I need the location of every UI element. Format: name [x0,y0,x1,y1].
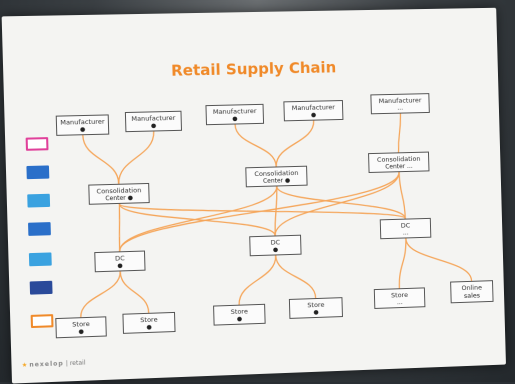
airplane-icon [28,222,51,236]
connector-m5-c3 [397,114,401,153]
store-node-5: Store ... [373,287,426,309]
company-logo: nexelop [29,360,64,369]
store-node-1: Store ● [55,316,107,339]
truck-icon [28,252,52,267]
online-sales-node: Online sales [450,280,494,304]
truck-icon [29,280,53,295]
connector-c3-d3 [399,172,405,219]
footer-section: retail [69,359,86,368]
dc-node-2: DC ● [249,234,302,257]
manufacturer-node-2: Manufacturer ● [124,110,183,133]
dc-node-1: DC ● [94,250,146,273]
dc-node-3: DC ... [379,217,432,240]
connector-lines [2,8,506,384]
manufacturer-node-3: Manufacturer ● [205,103,265,126]
store-icon [30,314,54,329]
truck-icon [27,193,51,208]
manufacturer-node-4: Manufacturer ● [283,100,344,122]
consolidation-center-node-2: Consolidation Center ● [245,165,308,188]
connector-d3-s5 [398,238,407,288]
connector-m4-c2 [275,121,315,167]
connector-d1-s1 [80,271,122,317]
connector-m3-c2 [234,124,278,167]
store-node-3: Store ● [213,303,266,326]
truck-icon [26,165,50,180]
connector-c1-d1 [118,204,120,251]
store-node-2: Store ● [122,311,176,334]
footer-separator: | [65,360,68,368]
store-node-4: Store ● [288,297,343,319]
factory-icon [25,137,49,151]
manufacturer-node-5: Manufacturer ... [370,93,430,115]
connector-c2-d2 [274,186,278,236]
projector-screen: Retail Supply Chain Manufacturer ● Manuf… [1,7,506,384]
connector-m1-c1 [83,134,119,184]
connector-d3-on [406,236,472,283]
consolidation-center-node-3: Consolidation Center ... [368,151,430,173]
star-icon: ★ [21,361,28,369]
manufacturer-node-1: Manufacturer ● [55,114,110,136]
connector-d1-s2 [120,271,149,314]
connector-d2-s3 [238,255,277,305]
consolidation-center-node-1: Consolidation Center ● [88,182,150,205]
connector-d2-s4 [276,254,316,299]
connector-m2-c1 [117,131,155,183]
